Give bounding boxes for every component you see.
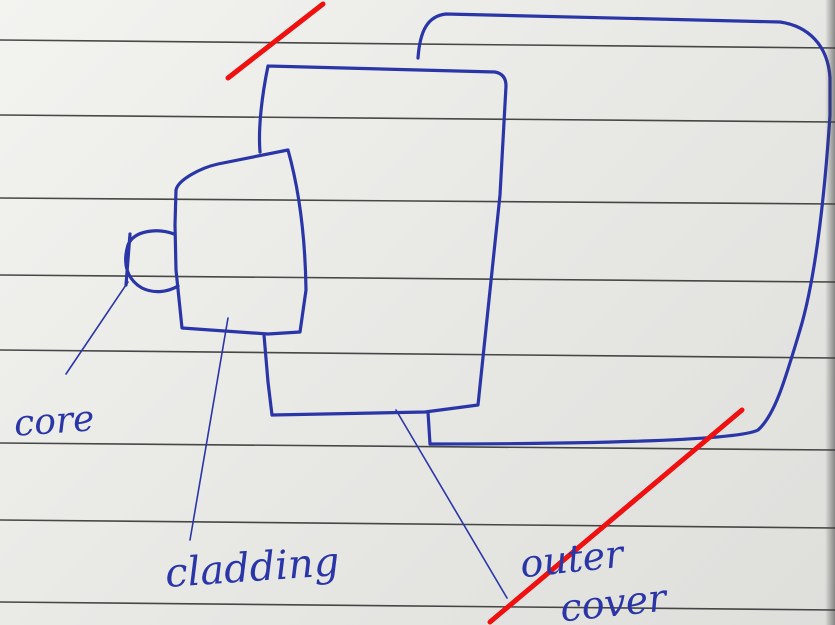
ruled-lines (0, 39, 835, 611)
label-outer-cover-line2: cover (557, 575, 669, 625)
outer-cover-back-outline (416, 12, 832, 446)
label-cladding: cladding (163, 538, 341, 598)
outer-cover-front-outline (257, 64, 508, 417)
red-strike-bottom (487, 407, 745, 625)
cladding-outline (173, 148, 308, 336)
outer-cover-leader-line (395, 409, 508, 599)
core-leader-line (65, 281, 129, 375)
cladding-leader-line (189, 317, 229, 541)
label-core: core (12, 398, 96, 445)
page-edge-shadow (825, 0, 835, 625)
red-strike-top (225, 1, 326, 81)
core-outline (124, 229, 180, 294)
label-outer-cover-line1: outer (517, 531, 626, 587)
